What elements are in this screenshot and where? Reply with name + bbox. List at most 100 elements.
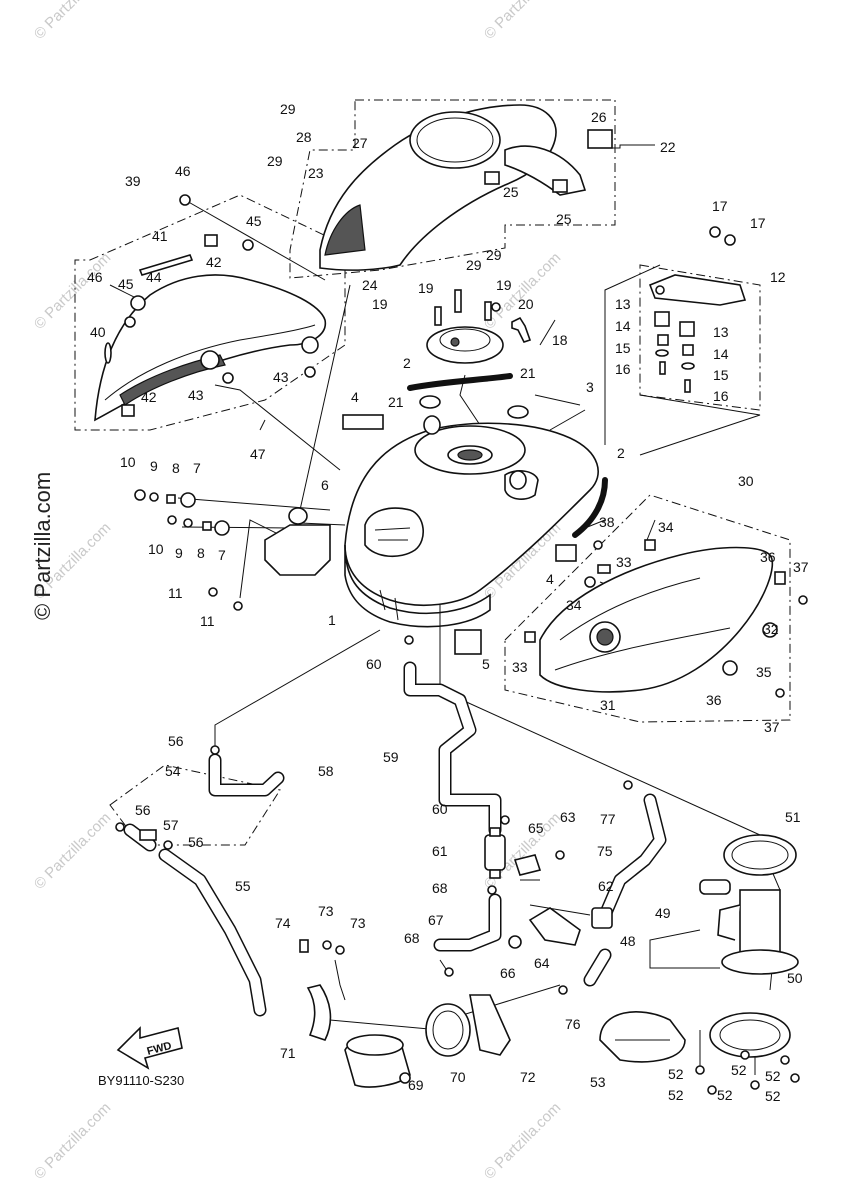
callout-40: 40 bbox=[90, 324, 106, 340]
callout-3: 3 bbox=[586, 379, 594, 395]
bracket-group-box bbox=[639, 264, 761, 411]
callout-62: 62 bbox=[598, 878, 614, 894]
tank-cover bbox=[319, 104, 655, 271]
callout-24: 24 bbox=[362, 277, 378, 293]
callout-44: 44 bbox=[146, 269, 162, 285]
callout-67: 67 bbox=[428, 912, 444, 928]
callout-37: 37 bbox=[793, 559, 809, 575]
callout-52: 52 bbox=[765, 1068, 781, 1084]
callout-41: 41 bbox=[152, 228, 168, 244]
callout-71: 71 bbox=[280, 1045, 296, 1061]
labels bbox=[342, 414, 656, 655]
callout-43: 43 bbox=[188, 387, 204, 403]
callout-13: 13 bbox=[713, 324, 729, 340]
callout-17: 17 bbox=[712, 198, 728, 214]
callout-28: 28 bbox=[296, 129, 312, 145]
callout-25: 25 bbox=[556, 211, 572, 227]
callout-21: 21 bbox=[388, 394, 404, 410]
tank-cover-group-box bbox=[289, 99, 616, 279]
fwd-arrow: FWD bbox=[116, 1026, 183, 1070]
callout-10: 10 bbox=[120, 454, 136, 470]
callout-73: 73 bbox=[350, 915, 366, 931]
hoses bbox=[123, 661, 667, 1017]
callout-35: 35 bbox=[756, 664, 772, 680]
callout-38: 38 bbox=[599, 514, 615, 530]
callout-69: 69 bbox=[408, 1077, 424, 1093]
callout-56: 56 bbox=[188, 834, 204, 850]
callout-23: 23 bbox=[308, 165, 324, 181]
callout-19: 19 bbox=[418, 280, 434, 296]
callout-63: 63 bbox=[560, 809, 576, 825]
callout-37: 37 bbox=[764, 719, 780, 735]
callout-70: 70 bbox=[450, 1069, 466, 1085]
callout-54: 54 bbox=[165, 763, 181, 779]
watermark: © Partzilla.com bbox=[31, 809, 114, 892]
diagram-code: BY91110-S230 bbox=[98, 1073, 184, 1088]
fuel-filter bbox=[115, 635, 633, 995]
callout-4: 4 bbox=[351, 389, 359, 405]
callout-68: 68 bbox=[432, 880, 448, 896]
callout-15: 15 bbox=[615, 340, 631, 356]
callout-45: 45 bbox=[246, 213, 262, 229]
callout-30: 30 bbox=[738, 473, 754, 489]
callout-34: 34 bbox=[658, 519, 674, 535]
callout-26: 26 bbox=[591, 109, 607, 125]
watermark: © Partzilla.com bbox=[31, 0, 114, 43]
callout-55: 55 bbox=[235, 878, 251, 894]
callout-19: 19 bbox=[372, 296, 388, 312]
callout-8: 8 bbox=[197, 545, 205, 561]
callout-52: 52 bbox=[731, 1062, 747, 1078]
callout-36: 36 bbox=[760, 549, 776, 565]
callout-76: 76 bbox=[565, 1016, 581, 1032]
callout-52: 52 bbox=[668, 1066, 684, 1082]
callout-2: 2 bbox=[617, 445, 625, 461]
watermark: © Partzilla.com bbox=[481, 1099, 564, 1182]
callout-64: 64 bbox=[534, 955, 550, 971]
callout-10: 10 bbox=[148, 541, 164, 557]
callout-21: 21 bbox=[520, 365, 536, 381]
callout-66: 66 bbox=[500, 965, 516, 981]
callout-2: 2 bbox=[403, 355, 411, 371]
callout-27: 27 bbox=[352, 135, 368, 151]
callout-29: 29 bbox=[486, 247, 502, 263]
side-cover bbox=[94, 194, 326, 422]
callouts: 29 28 27 26 22 29 23 39 46 25 25 45 17 1… bbox=[87, 101, 809, 1104]
callout-15: 15 bbox=[713, 367, 729, 383]
callout-77: 77 bbox=[600, 811, 616, 827]
callout-7: 7 bbox=[218, 547, 226, 563]
callout-14: 14 bbox=[713, 346, 729, 362]
callout-47: 47 bbox=[250, 446, 266, 462]
callout-29: 29 bbox=[466, 257, 482, 273]
watermark: © Partzilla.com bbox=[31, 1099, 114, 1182]
callout-42: 42 bbox=[206, 254, 222, 270]
callout-29: 29 bbox=[280, 101, 296, 117]
callout-42: 42 bbox=[141, 389, 157, 405]
callout-60: 60 bbox=[432, 801, 448, 817]
callout-11: 11 bbox=[168, 585, 183, 601]
callout-72: 72 bbox=[520, 1069, 536, 1085]
callout-25: 25 bbox=[503, 184, 519, 200]
callout-16: 16 bbox=[615, 361, 631, 377]
watermark: © Partzilla.com bbox=[31, 249, 114, 332]
tank-bracket bbox=[134, 489, 331, 611]
callout-13: 13 bbox=[615, 296, 631, 312]
fuel-tank bbox=[344, 422, 599, 630]
callout-33: 33 bbox=[616, 554, 632, 570]
callout-19: 19 bbox=[496, 277, 512, 293]
side-cover-group-box bbox=[74, 194, 346, 431]
callout-60: 60 bbox=[366, 656, 382, 672]
callout-52: 52 bbox=[668, 1087, 684, 1103]
rear-cover-group-box bbox=[504, 494, 791, 723]
callout-11: 11 bbox=[200, 613, 215, 629]
callout-18: 18 bbox=[552, 332, 568, 348]
fuel-cap bbox=[426, 289, 532, 364]
callout-7: 7 bbox=[193, 460, 201, 476]
callout-32: 32 bbox=[763, 621, 779, 637]
callout-33: 33 bbox=[512, 659, 528, 675]
watermark: © Partzilla.com bbox=[481, 0, 564, 43]
callout-14: 14 bbox=[615, 318, 631, 334]
callout-6: 6 bbox=[321, 477, 329, 493]
callout-53: 53 bbox=[590, 1074, 606, 1090]
callout-52: 52 bbox=[717, 1087, 733, 1103]
